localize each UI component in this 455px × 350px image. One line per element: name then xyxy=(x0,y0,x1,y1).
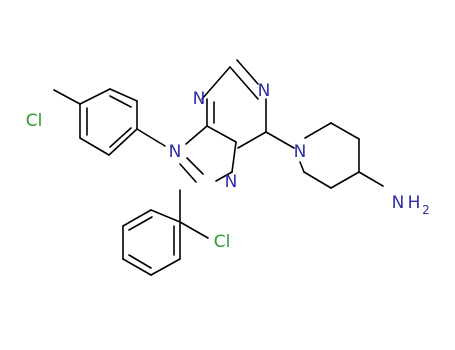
bond xyxy=(179,163,197,183)
bond xyxy=(109,127,132,148)
bond xyxy=(236,59,259,85)
bond xyxy=(330,171,360,189)
bond xyxy=(206,125,237,143)
bond xyxy=(136,128,166,147)
atom-n9: N xyxy=(169,142,182,162)
bond xyxy=(201,66,231,100)
atom-cl-ortho: Cl xyxy=(214,232,231,252)
bond-lines xyxy=(53,59,384,276)
bond xyxy=(122,258,152,276)
atom-amine-n: N xyxy=(392,193,405,213)
bond xyxy=(122,209,152,227)
bond xyxy=(53,89,81,105)
bond xyxy=(358,171,384,187)
bond xyxy=(304,122,332,139)
bond xyxy=(237,131,267,149)
bond xyxy=(186,157,204,175)
atom-labels: N N N N N Cl Cl N H 2 xyxy=(26,81,430,252)
bond xyxy=(150,209,181,223)
bond xyxy=(109,95,132,108)
bond xyxy=(229,66,259,100)
atom-n-upper-right: N xyxy=(258,81,271,101)
amine-group: N H 2 xyxy=(392,193,430,217)
bond xyxy=(215,171,233,182)
bond xyxy=(179,221,209,239)
bond xyxy=(150,258,181,276)
bond xyxy=(108,128,138,156)
bond xyxy=(79,137,110,156)
bond xyxy=(330,122,360,140)
bond xyxy=(128,216,153,231)
bond xyxy=(231,141,237,173)
atom-n-piperidine: N xyxy=(294,142,307,162)
amine-h-subscript: 2 xyxy=(422,203,430,217)
atom-cl-para: Cl xyxy=(26,111,43,131)
bond xyxy=(265,131,295,149)
bond xyxy=(299,161,305,173)
atom-amine-h: H xyxy=(408,193,421,213)
atom-n-upper-left: N xyxy=(193,89,206,109)
bond xyxy=(303,171,332,189)
bond xyxy=(109,88,138,102)
bond xyxy=(185,125,208,145)
atom-n7: N xyxy=(225,172,238,192)
bond xyxy=(128,254,152,269)
bond xyxy=(79,88,111,105)
